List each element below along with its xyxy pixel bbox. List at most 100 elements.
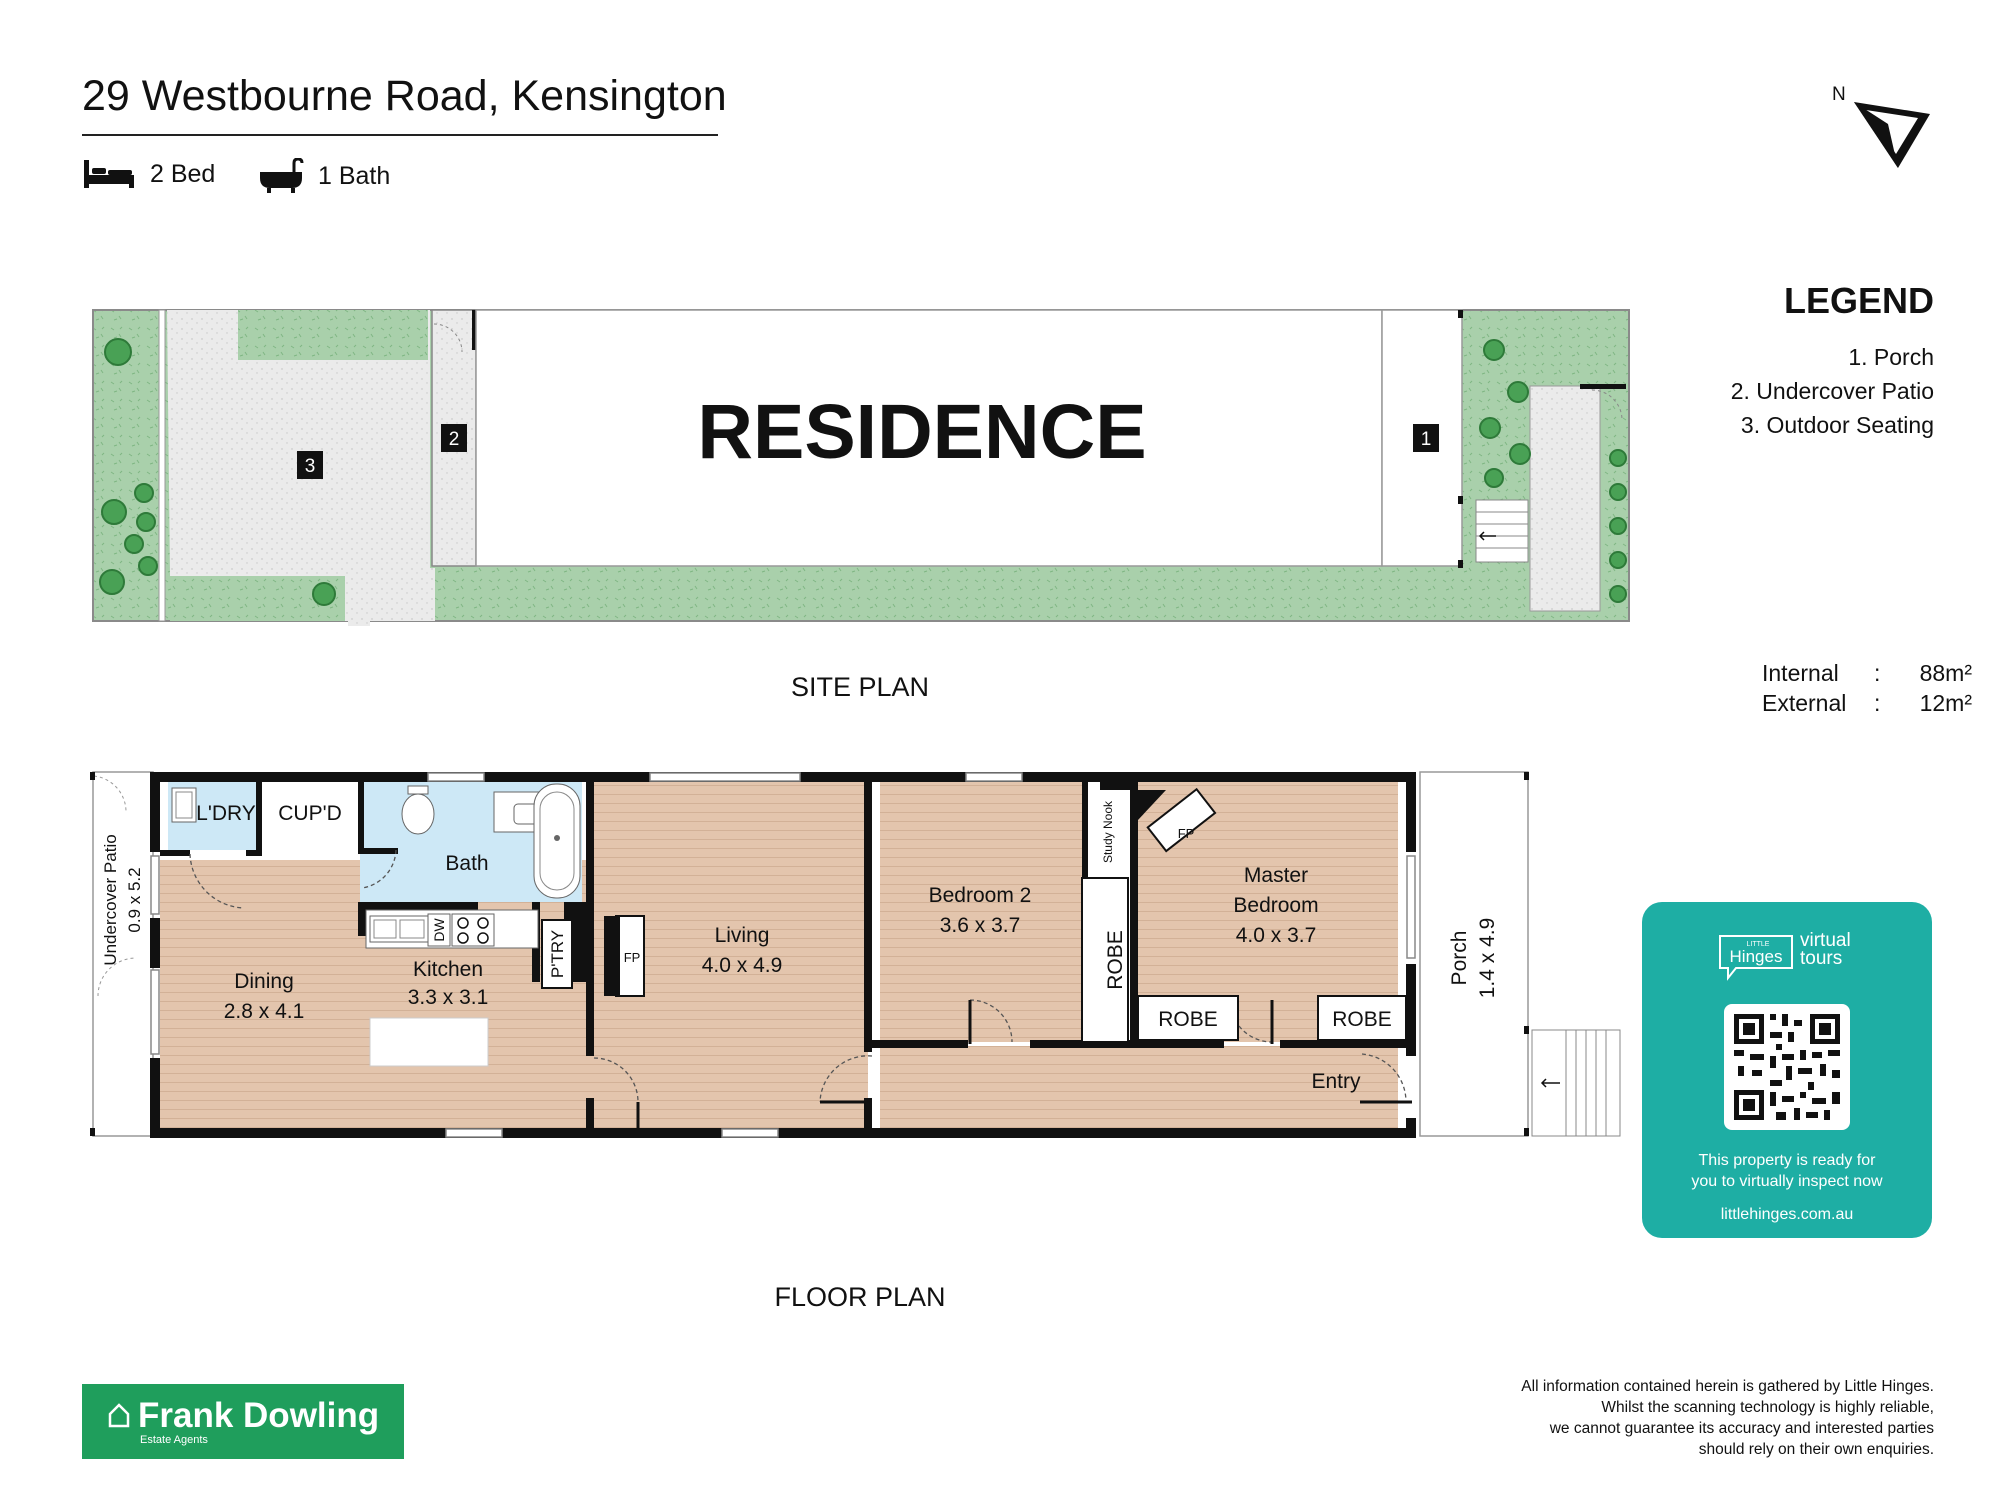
patio-dims: 0.9 x 5.2 bbox=[125, 867, 144, 932]
north-label: N bbox=[1832, 84, 1846, 105]
pantry bbox=[541, 919, 573, 989]
qr-code[interactable] bbox=[1724, 1004, 1850, 1130]
property-address: 29 Westbourne Road, Kensington bbox=[82, 72, 727, 120]
qr-code-icon bbox=[1734, 1014, 1840, 1120]
study-nook-area bbox=[1088, 790, 1128, 876]
residence-label: RESIDENCE bbox=[697, 389, 1146, 475]
marker-2-label: 2 bbox=[449, 429, 460, 450]
brand-small: LITTLE bbox=[1747, 941, 1770, 948]
master-name-line2: Bedroom bbox=[1233, 894, 1318, 917]
bed-label: 2 Bed bbox=[150, 159, 216, 188]
bedroom-2-name: Bedroom 2 bbox=[929, 884, 1032, 907]
shrub-icons bbox=[99, 338, 1627, 606]
legend-title: LEGEND bbox=[1783, 280, 1934, 321]
cupboard-area bbox=[266, 782, 358, 842]
master-name-line1: Master bbox=[1244, 864, 1308, 887]
floor-plan: L'DRY CUP'D Bath Dining 2.8 x 4.1 Kitche… bbox=[90, 771, 1621, 1138]
residence-footprint bbox=[475, 309, 1383, 567]
agent-name: Frank Dowling bbox=[138, 1396, 380, 1435]
little-hinges-logo: LITTLE Hinges virtual tours bbox=[1718, 930, 1858, 982]
robe-bedroom-2 bbox=[1081, 877, 1129, 1043]
internal-area-label: Internal bbox=[1762, 660, 1839, 686]
cupboard-label: CUP'D bbox=[278, 802, 342, 825]
entry-label: Entry bbox=[1311, 1070, 1361, 1093]
windows bbox=[150, 772, 1416, 1138]
marker-1 bbox=[1413, 424, 1439, 452]
toilet-icon bbox=[401, 793, 435, 835]
site-plan: RESIDENCE 3 2 1 bbox=[92, 309, 1630, 626]
internal-area: Internal : 88m² bbox=[1762, 660, 1972, 687]
external-area-separator: : bbox=[1874, 690, 1881, 716]
robe-bedroom-2-label: ROBE bbox=[1104, 930, 1127, 990]
bathtub-icon bbox=[260, 158, 304, 193]
north-arrow: N bbox=[1832, 84, 1930, 168]
dishwasher-icon bbox=[427, 913, 451, 947]
robe-master-1-label: ROBE bbox=[1158, 1008, 1218, 1031]
master-fireplace bbox=[1146, 787, 1217, 853]
external-area-label: External bbox=[1762, 690, 1847, 716]
virtual-tours-message-line1: This property is ready for bbox=[1698, 1152, 1876, 1169]
living-dims: 4.0 x 4.9 bbox=[702, 954, 783, 977]
bath-count: 1 Bath bbox=[258, 158, 390, 194]
external-area-value: 12m² bbox=[1919, 690, 1972, 716]
disclaimer-line-1: All information contained herein is gath… bbox=[1521, 1378, 1934, 1395]
virtual-tours-message: This property is ready for you to virtua… bbox=[1642, 1150, 1932, 1192]
virtual-tours-card[interactable]: LITTLE Hinges virtual tours Th bbox=[1642, 902, 1932, 1238]
master-dims: 4.0 x 3.7 bbox=[1236, 924, 1317, 947]
legend-item-porch: 1. Porch bbox=[1848, 344, 1934, 370]
virtual-tours-message-line2: you to virtually inspect now bbox=[1691, 1173, 1883, 1190]
master-fireplace-label: FP bbox=[1178, 826, 1195, 841]
dining-dims: 2.8 x 4.1 bbox=[224, 1000, 305, 1023]
door-leaves bbox=[636, 1000, 1412, 1130]
front-path bbox=[1529, 385, 1601, 612]
title-underline bbox=[82, 134, 718, 136]
entry-steps bbox=[1475, 499, 1529, 563]
kitchen-island bbox=[369, 1017, 489, 1067]
external-area: External : 12m² bbox=[1762, 690, 1972, 717]
porch-name: Porch bbox=[1448, 931, 1471, 986]
disclaimer-line-4: should rely on their own enquiries. bbox=[1698, 1441, 1934, 1458]
house-icon bbox=[108, 1403, 130, 1428]
porch-area bbox=[1419, 771, 1529, 1137]
brand-tagline-1: virtual bbox=[1800, 930, 1851, 951]
pantry-label: P'TRY bbox=[548, 930, 567, 978]
speech-bubble-icon: LITTLE Hinges bbox=[1719, 935, 1793, 981]
undercover-patio-area bbox=[92, 771, 154, 1137]
bedroom-2-dims: 3.6 x 3.7 bbox=[940, 914, 1021, 937]
kitchen-dims: 3.3 x 3.1 bbox=[408, 986, 489, 1009]
agent-logo[interactable]: Frank Dowling Estate Agents bbox=[82, 1384, 404, 1459]
robe-master-2 bbox=[1317, 995, 1407, 1041]
laundry-label: L'DRY bbox=[196, 802, 256, 825]
bed-icon bbox=[84, 160, 134, 188]
bath-label: 1 Bath bbox=[318, 161, 391, 190]
marker-2 bbox=[441, 424, 467, 452]
study-nook-label: Study Nook bbox=[1101, 800, 1115, 863]
legend-item-outdoor-seating: 3. Outdoor Seating bbox=[1740, 412, 1934, 438]
bath-label: Bath bbox=[445, 852, 488, 875]
marker-1-label: 1 bbox=[1421, 429, 1432, 450]
living-name: Living bbox=[715, 924, 770, 947]
site-plan-caption: SITE PLAN bbox=[790, 672, 930, 702]
living-fireplace bbox=[615, 915, 645, 997]
dining-name: Dining bbox=[234, 970, 294, 993]
bed-count: 2 Bed bbox=[82, 158, 215, 190]
marker-3 bbox=[297, 451, 323, 479]
internal-area-separator: : bbox=[1874, 660, 1881, 686]
disclaimer-line-2: Whilst the scanning technology is highly… bbox=[1601, 1399, 1934, 1416]
brand-name: Hinges bbox=[1730, 947, 1783, 966]
bedroom-2-floor bbox=[880, 782, 1086, 1042]
robe-master-1 bbox=[1137, 995, 1239, 1041]
entry-hall-floor bbox=[880, 1046, 1398, 1130]
robe-master-2-label: ROBE bbox=[1332, 1008, 1392, 1031]
dishwasher-label: DW bbox=[431, 918, 447, 942]
brand-tagline-2: tours bbox=[1800, 948, 1843, 969]
patio-name: Undercover Patio bbox=[101, 834, 120, 965]
living-fireplace-label: FP bbox=[624, 950, 641, 965]
porch-dims: 1.4 x 4.9 bbox=[1476, 918, 1499, 999]
internal-area-value: 88m² bbox=[1919, 660, 1972, 686]
virtual-tours-url[interactable]: littlehinges.com.au bbox=[1720, 1206, 1854, 1223]
marker-3-label: 3 bbox=[305, 456, 316, 477]
kitchen-name: Kitchen bbox=[413, 958, 483, 981]
legend-item-undercover-patio: 2. Undercover Patio bbox=[1730, 378, 1934, 404]
disclaimer-line-3: we cannot guarantee its accuracy and int… bbox=[1549, 1420, 1934, 1437]
